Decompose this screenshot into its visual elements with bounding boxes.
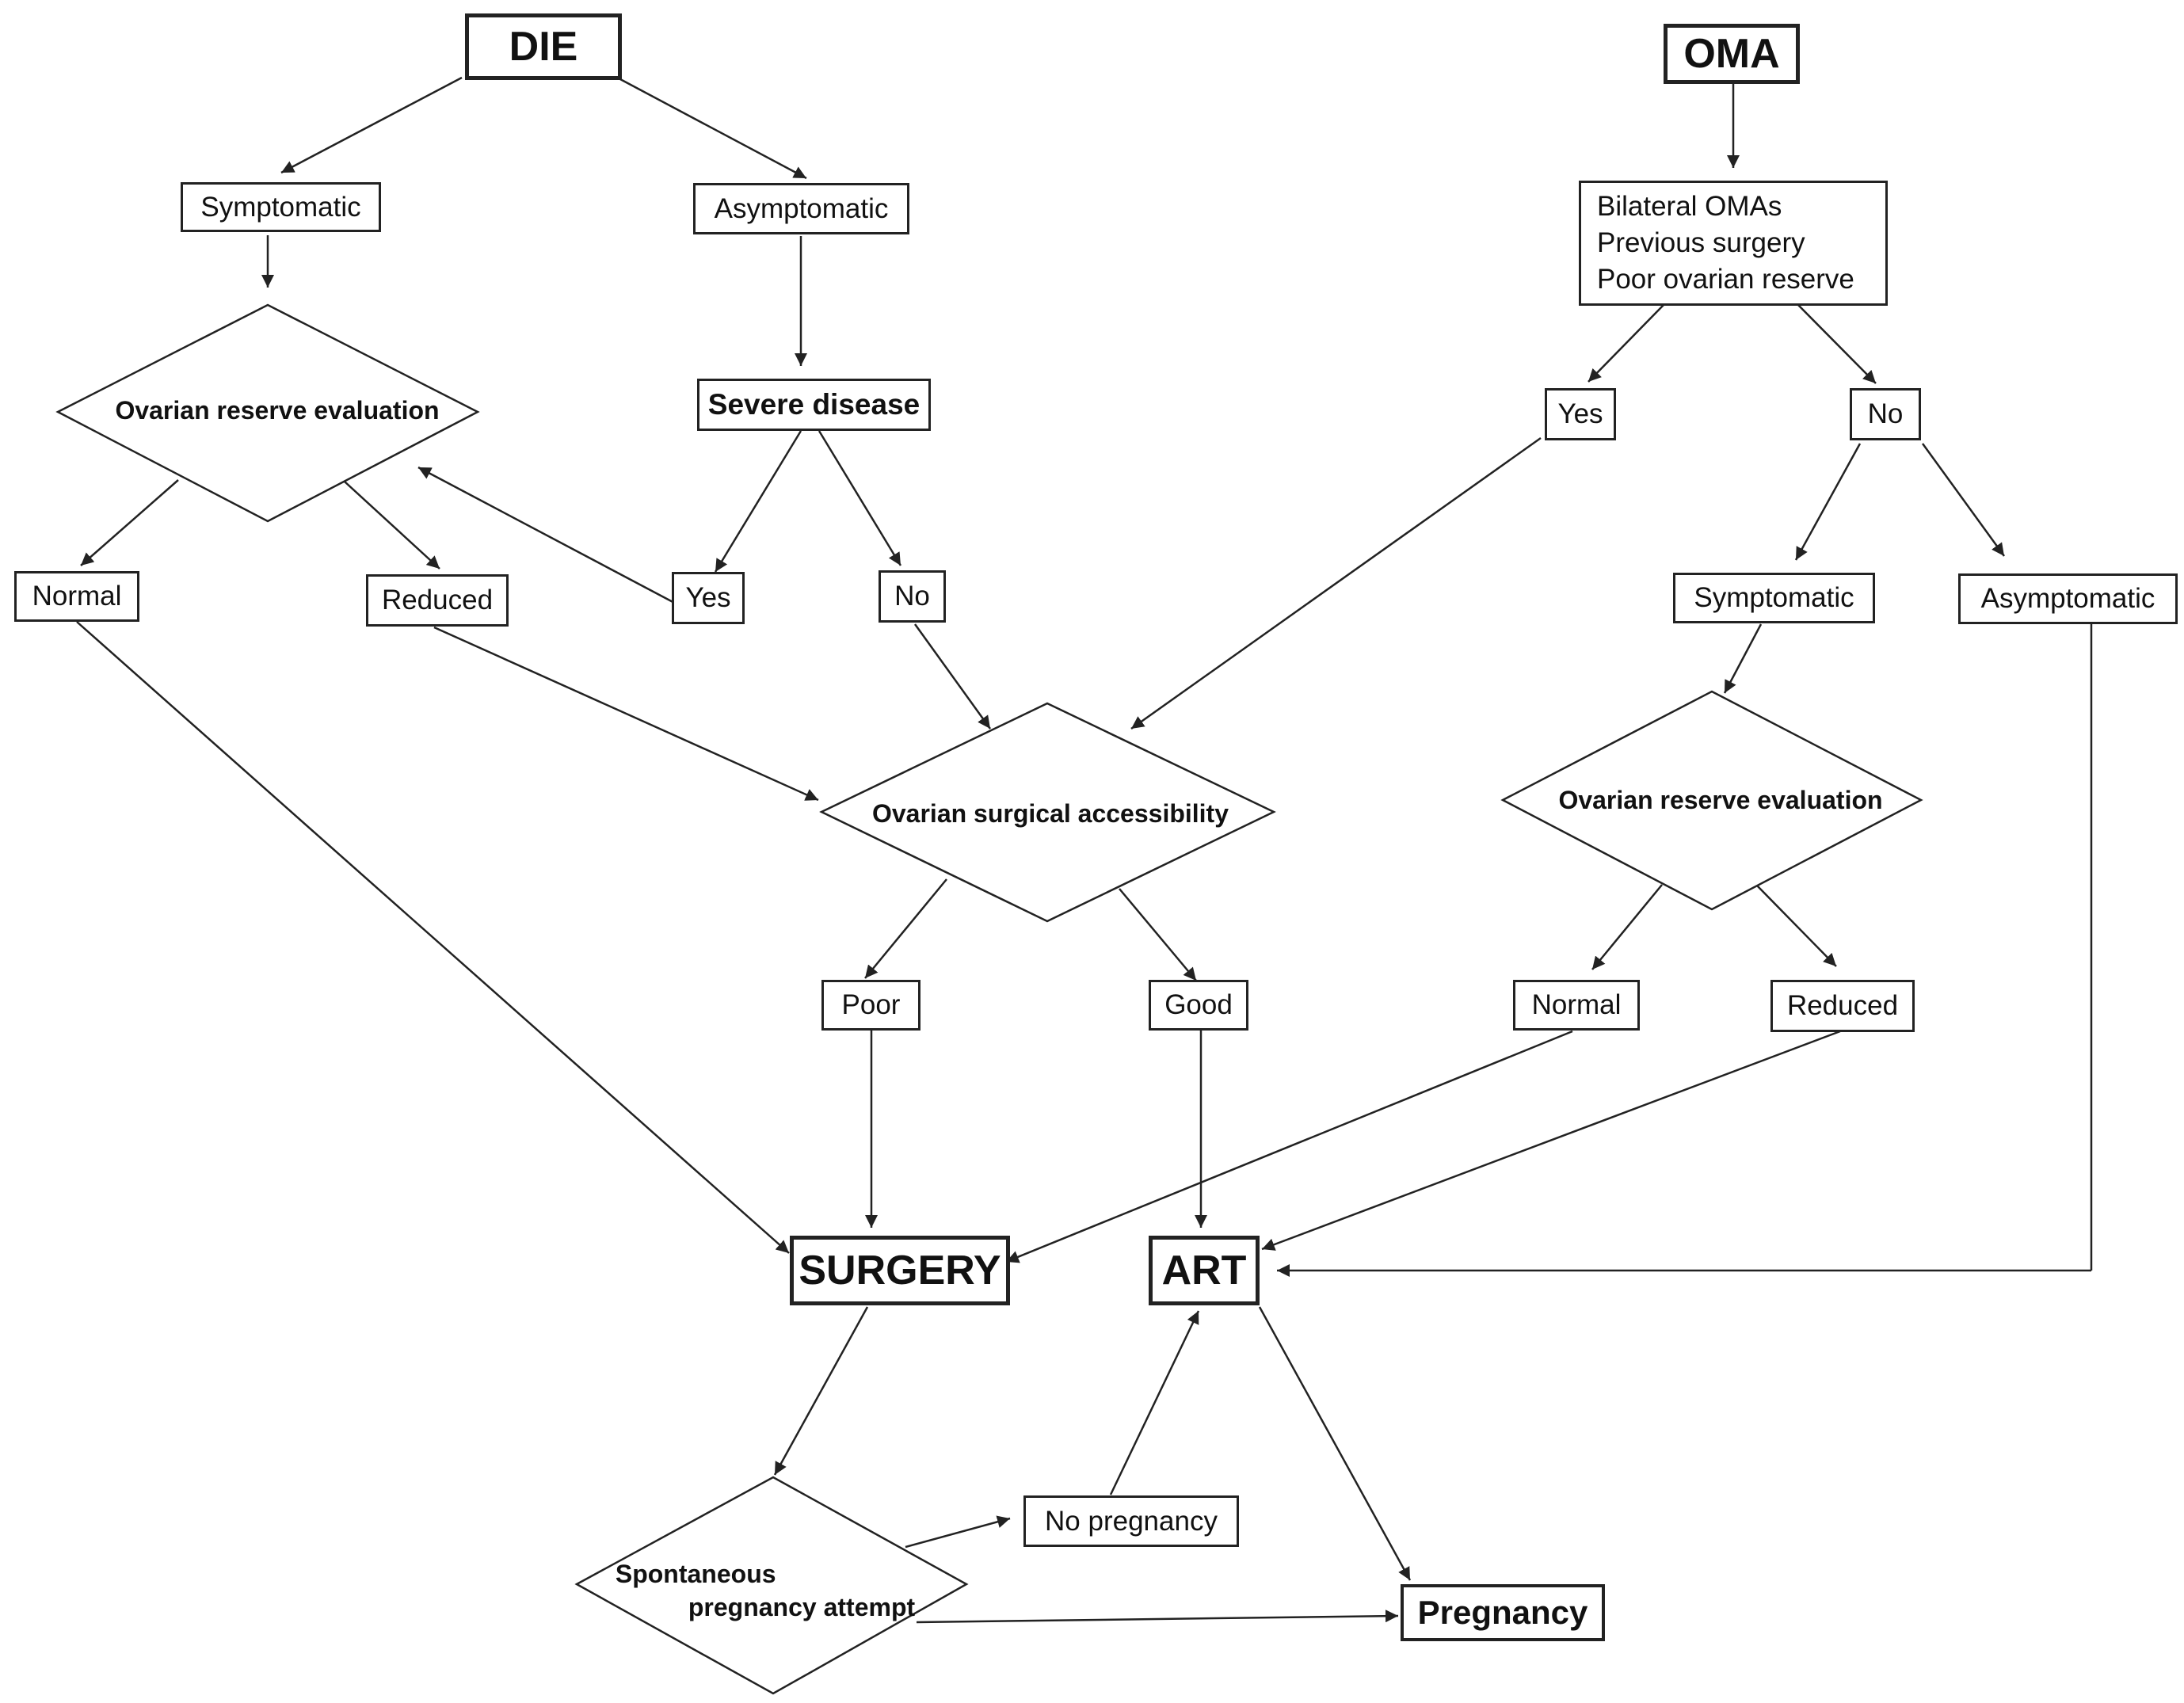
severe-disease-node: Severe disease xyxy=(697,379,931,431)
die-reduced-node: Reduced xyxy=(366,574,509,627)
arrow-criteria-yes xyxy=(1587,304,1664,383)
arrow-symptomatic-evaluation-oma xyxy=(1723,623,1763,694)
oma-criteria-node: Bilateral OMAs Previous surgery Poor ova… xyxy=(1579,181,1888,306)
die-normal-node: Normal xyxy=(14,571,139,622)
pregnancy-node: Pregnancy xyxy=(1401,1584,1605,1641)
arrow-accessibility-poor xyxy=(864,878,947,979)
die-yes-node: Yes xyxy=(672,572,745,624)
oma-node: OMA xyxy=(1664,24,1800,84)
arrow-evaluation-normal xyxy=(80,479,179,566)
arrow-reduced-accessibility xyxy=(433,626,819,802)
arrow-die-asymptomatic xyxy=(619,78,807,180)
arrow-yes-accessibility xyxy=(1130,436,1542,730)
die-no-node: No xyxy=(879,570,946,623)
spontaneous-line-2: pregnancy attempt xyxy=(688,1593,916,1621)
art-node: ART xyxy=(1149,1236,1260,1305)
surgical-accessibility-label: Ovarian surgical accessibility xyxy=(871,799,1229,828)
no-pregnancy-node: No pregnancy xyxy=(1023,1495,1239,1547)
arrow-criteria-no xyxy=(1797,304,1877,384)
oma-ovarian-reserve-diamond xyxy=(1500,690,1923,911)
arrow-evaluation-reduced xyxy=(344,481,440,570)
die-asymptomatic-node: Asymptomatic xyxy=(693,183,909,234)
arrow-art-pregnancy xyxy=(1258,1306,1412,1581)
arrow-severe-no xyxy=(818,430,902,566)
arrow-evaluation-normal-oma xyxy=(1591,884,1663,970)
criteria-poor-ovarian-reserve: Poor ovarian reserve xyxy=(1597,264,1854,295)
spontaneous-pregnancy-diamond xyxy=(574,1476,969,1695)
oma-yes-node: Yes xyxy=(1545,388,1616,440)
die-symptomatic-node: Symptomatic xyxy=(181,182,381,232)
spontaneous-pregnancy-label: Spontaneous pregnancy attempt xyxy=(616,1557,916,1624)
arrow-reduced-oma-art xyxy=(1261,1030,1841,1251)
arrow-normal-surgery xyxy=(76,621,790,1254)
arrow-severe-yes xyxy=(714,430,802,573)
criteria-previous-surgery: Previous surgery xyxy=(1597,227,1805,258)
arrow-no-symptomatic xyxy=(1794,443,1862,561)
arrow-yes-evaluation xyxy=(417,466,678,606)
die-ovarian-reserve-diamond xyxy=(55,303,480,523)
oma-reduced-node: Reduced xyxy=(1770,980,1915,1032)
oma-normal-node: Normal xyxy=(1513,980,1640,1031)
die-node: DIE xyxy=(465,13,622,80)
arrow-nopregnancy-art xyxy=(1109,1310,1200,1495)
arrow-die-symptomatic xyxy=(280,76,463,174)
arrow-spontaneous-nopregnancy xyxy=(905,1515,1011,1549)
arrow-surgery-spontaneous xyxy=(773,1306,869,1476)
arrow-no-accessibility xyxy=(913,623,992,730)
arrow-no-asymptomatic xyxy=(1921,443,2006,557)
spontaneous-line-1: Spontaneous xyxy=(615,1560,776,1588)
die-ovarian-reserve-label: Ovarian reserve evaluation xyxy=(115,396,440,425)
oma-asymptomatic-node: Asymptomatic xyxy=(1958,573,2178,624)
arrow-normal-oma-surgery xyxy=(1005,1030,1573,1263)
oma-ovarian-reserve-label: Ovarian reserve evaluation xyxy=(1558,786,1883,814)
oma-symptomatic-node: Symptomatic xyxy=(1673,573,1875,623)
surgery-node: SURGERY xyxy=(790,1236,1010,1305)
oma-no-node: No xyxy=(1850,388,1921,440)
arrow-evaluation-reduced-oma xyxy=(1756,885,1837,967)
poor-node: Poor xyxy=(821,980,920,1031)
surgical-accessibility-diamond xyxy=(819,702,1276,923)
arrow-spontaneous-pregnancy xyxy=(916,1610,1399,1624)
criteria-bilateral-omas: Bilateral OMAs xyxy=(1597,191,1782,222)
arrow-accessibility-good xyxy=(1119,888,1197,981)
good-node: Good xyxy=(1149,980,1248,1031)
